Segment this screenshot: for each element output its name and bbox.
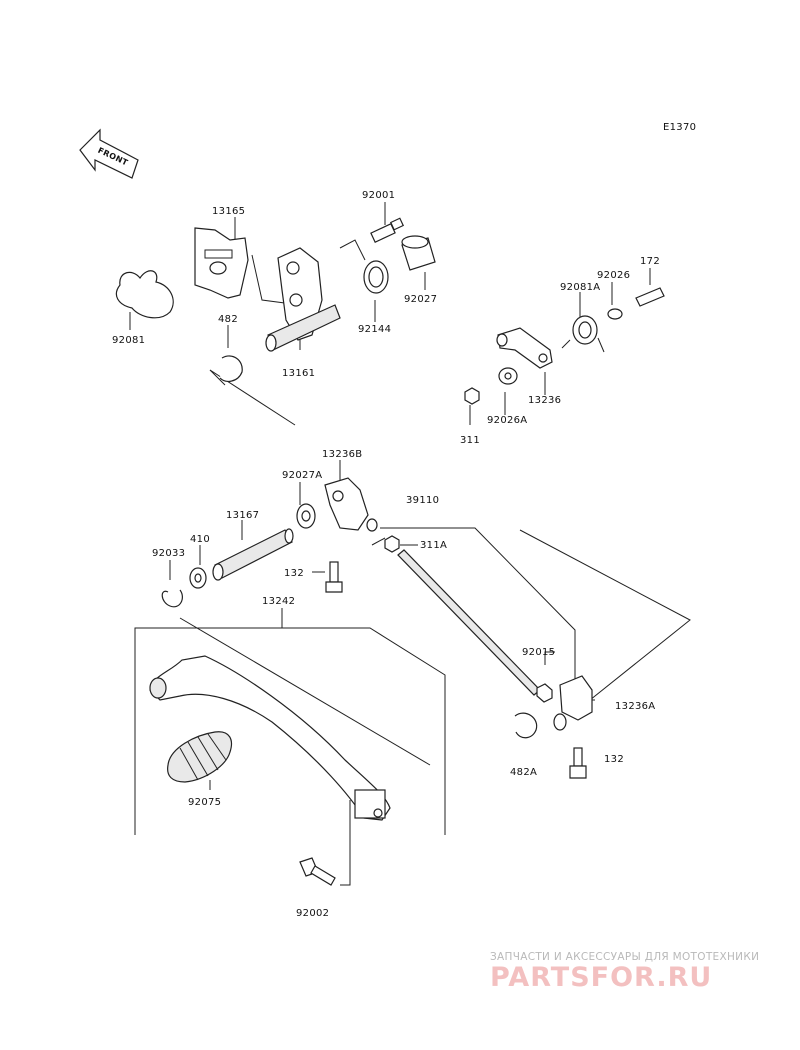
part-92033 (161, 589, 183, 608)
label-13236B: 13236B (322, 449, 362, 460)
part-311A (384, 535, 400, 553)
label-92081A: 92081A (560, 282, 600, 293)
part-92081A (561, 315, 605, 353)
label-92027A: 92027A (282, 470, 322, 481)
watermark-logo: PARTSFOR.RU (490, 962, 713, 993)
label-311: 311 (460, 435, 480, 446)
label-13242: 13242 (262, 596, 295, 607)
part-92081 (115, 270, 174, 330)
part-13242 (149, 655, 391, 821)
part-92002 (299, 857, 336, 886)
label-92144: 92144 (358, 324, 391, 335)
part-92144 (339, 239, 389, 294)
part-92026 (607, 308, 623, 320)
label-92075: 92075 (188, 797, 221, 808)
label-13165: 13165 (212, 206, 245, 217)
part-13165 (194, 227, 249, 299)
label-13236A: 13236A (615, 701, 655, 712)
label-482A: 482A (510, 767, 537, 778)
label-39110: 39110 (406, 495, 439, 506)
part-13167 (212, 528, 294, 581)
front-arrow-icon: FRONT (79, 128, 139, 179)
part-92001 (370, 217, 405, 243)
label-410: 410 (190, 534, 210, 545)
part-132-bolt-b (569, 747, 587, 779)
label-92015: 92015 (522, 647, 555, 658)
label-92026: 92026 (597, 270, 630, 281)
part-92027 (401, 235, 436, 271)
part-92075 (167, 731, 233, 783)
label-92002: 92002 (296, 908, 329, 919)
part-311 (464, 387, 480, 405)
part-92015 (536, 683, 553, 703)
label-13161: 13161 (282, 368, 315, 379)
label-132b: 132 (604, 754, 624, 765)
label-92081: 92081 (112, 335, 145, 346)
label-132a: 132 (284, 568, 304, 579)
part-132-bolt-a (325, 561, 343, 593)
label-92027: 92027 (404, 294, 437, 305)
part-92027A (296, 503, 316, 529)
label-311A: 311A (420, 540, 447, 551)
label-172: 172 (640, 256, 660, 267)
diagram-code: E1370 (663, 122, 696, 133)
label-13167: 13167 (226, 510, 259, 521)
part-482 (219, 355, 243, 382)
part-13161 (265, 247, 341, 352)
part-13236 (496, 327, 553, 369)
part-39110 (397, 549, 541, 696)
part-92026A (498, 367, 518, 385)
label-482: 482 (218, 314, 238, 325)
label-92033: 92033 (152, 548, 185, 559)
part-13236A (553, 675, 593, 731)
watermark-tagline: ЗАПЧАСТИ И АКСЕССУАРЫ ДЛЯ МОТОТЕХНИКИ (490, 951, 760, 963)
part-13236B (324, 477, 378, 532)
label-13236: 13236 (528, 395, 561, 406)
part-172 (635, 287, 665, 307)
part-482A (514, 712, 538, 739)
part-410 (189, 567, 207, 589)
label-92026A: 92026A (487, 415, 527, 426)
label-92001: 92001 (362, 190, 395, 201)
